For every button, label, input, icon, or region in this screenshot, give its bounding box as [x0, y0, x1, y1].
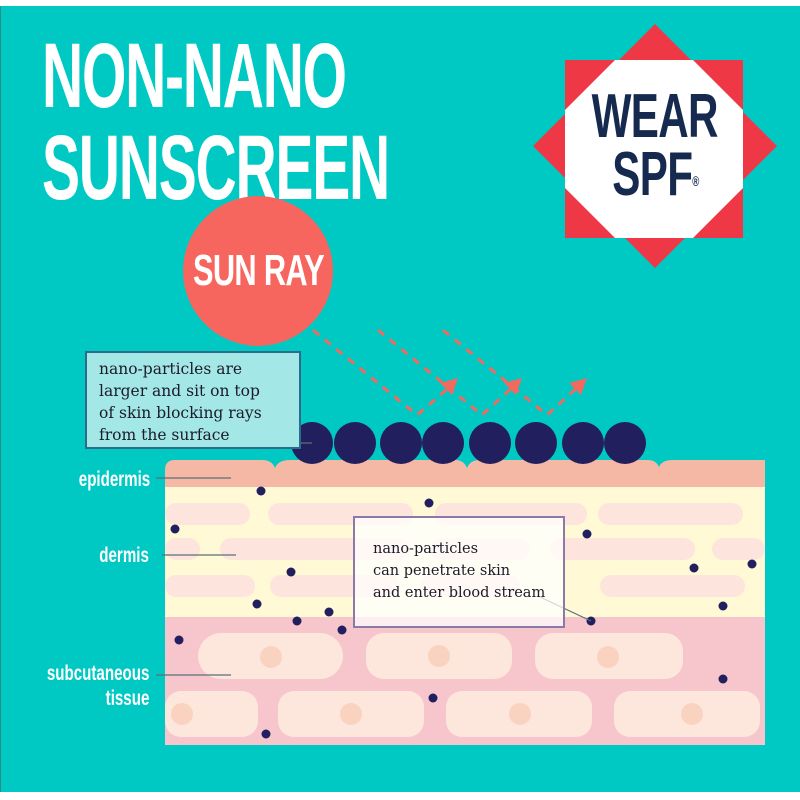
- arrow-icon: [569, 378, 587, 395]
- title-line-2: SUNSCREEN: [42, 117, 390, 219]
- callout-non-nano: nano-particles are larger and sit on top…: [85, 351, 301, 449]
- label-epidermis: epidermis: [78, 468, 150, 491]
- surface-particles: [291, 422, 646, 464]
- sun-ray-label: SUN RAY: [192, 246, 325, 295]
- sun-ray-circle: SUN RAY: [183, 196, 333, 346]
- page-title: NON-NANO SUNSCREEN: [42, 25, 390, 219]
- nano-particles: [170, 486, 757, 739]
- badge-line-1: WEAR: [591, 82, 719, 151]
- label-subcutaneous: subcutaneous tissue: [46, 662, 149, 710]
- fat-cells: [165, 633, 760, 737]
- ray-arrowheads: [440, 378, 587, 395]
- badge-line-2: SPF®: [611, 140, 699, 209]
- registered-mark: ®: [691, 173, 699, 189]
- callout-nano: nano-particles can penetrate skin and en…: [353, 516, 565, 628]
- epidermis-layer: [165, 460, 765, 487]
- arrow-icon: [440, 378, 458, 395]
- title-line-1: NON-NANO: [42, 25, 347, 127]
- star-badge-icon: [533, 24, 777, 268]
- sun-rays: [312, 328, 582, 417]
- arrow-icon: [504, 378, 522, 395]
- label-dermis: dermis: [99, 544, 149, 567]
- wear-spf-badge: WEAR SPF®: [525, 16, 785, 276]
